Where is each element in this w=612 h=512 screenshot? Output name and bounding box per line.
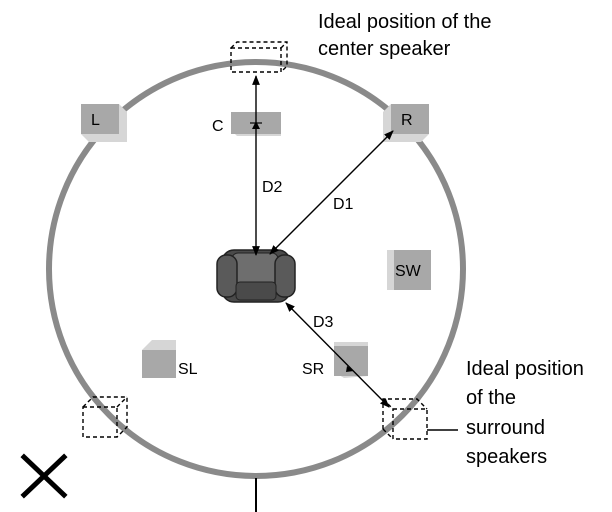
center-ideal-annotation-line-1: Ideal position of the [318, 11, 491, 33]
distance-d2-label: D2 [262, 179, 283, 196]
distance-d1-label: D1 [333, 196, 354, 213]
speaker-surround-left-label: SL [178, 361, 198, 378]
x-mark-icon [20, 453, 68, 499]
surround-ideal-annotation-line-2: of the [466, 387, 516, 409]
surround-left-ideal-box [82, 396, 128, 438]
speaker-center-label: C [212, 118, 224, 135]
surround-ideal-annotation-line-1: Ideal position [466, 358, 584, 380]
speaker-surround-left: SL [142, 340, 198, 378]
listening-circle [46, 59, 466, 479]
distance-d3-line [285, 302, 390, 408]
center-ideal-annotation-line-2: center speaker [318, 38, 451, 60]
speaker-subwoofer: SW [387, 250, 431, 290]
speaker-surround-right-label: SR [302, 361, 324, 378]
center-ideal-box [230, 41, 288, 73]
distance-d1-line [269, 130, 394, 255]
armchair-icon [216, 249, 296, 303]
speaker-left-label: L [91, 112, 100, 129]
speaker-right: R [383, 104, 429, 142]
surround-ideal-annotation-line-3: surround [466, 417, 545, 439]
speaker-left: L [81, 104, 127, 142]
distance-d3-label: D3 [313, 314, 334, 331]
speaker-center: C [212, 112, 281, 136]
speaker-surround-right: SR [302, 342, 368, 378]
speaker-right-label: R [401, 112, 413, 129]
surround-right-ideal-box [382, 398, 428, 440]
surround-ideal-annotation-line-4: speakers [466, 446, 547, 468]
speaker-subwoofer-label: SW [395, 263, 422, 280]
